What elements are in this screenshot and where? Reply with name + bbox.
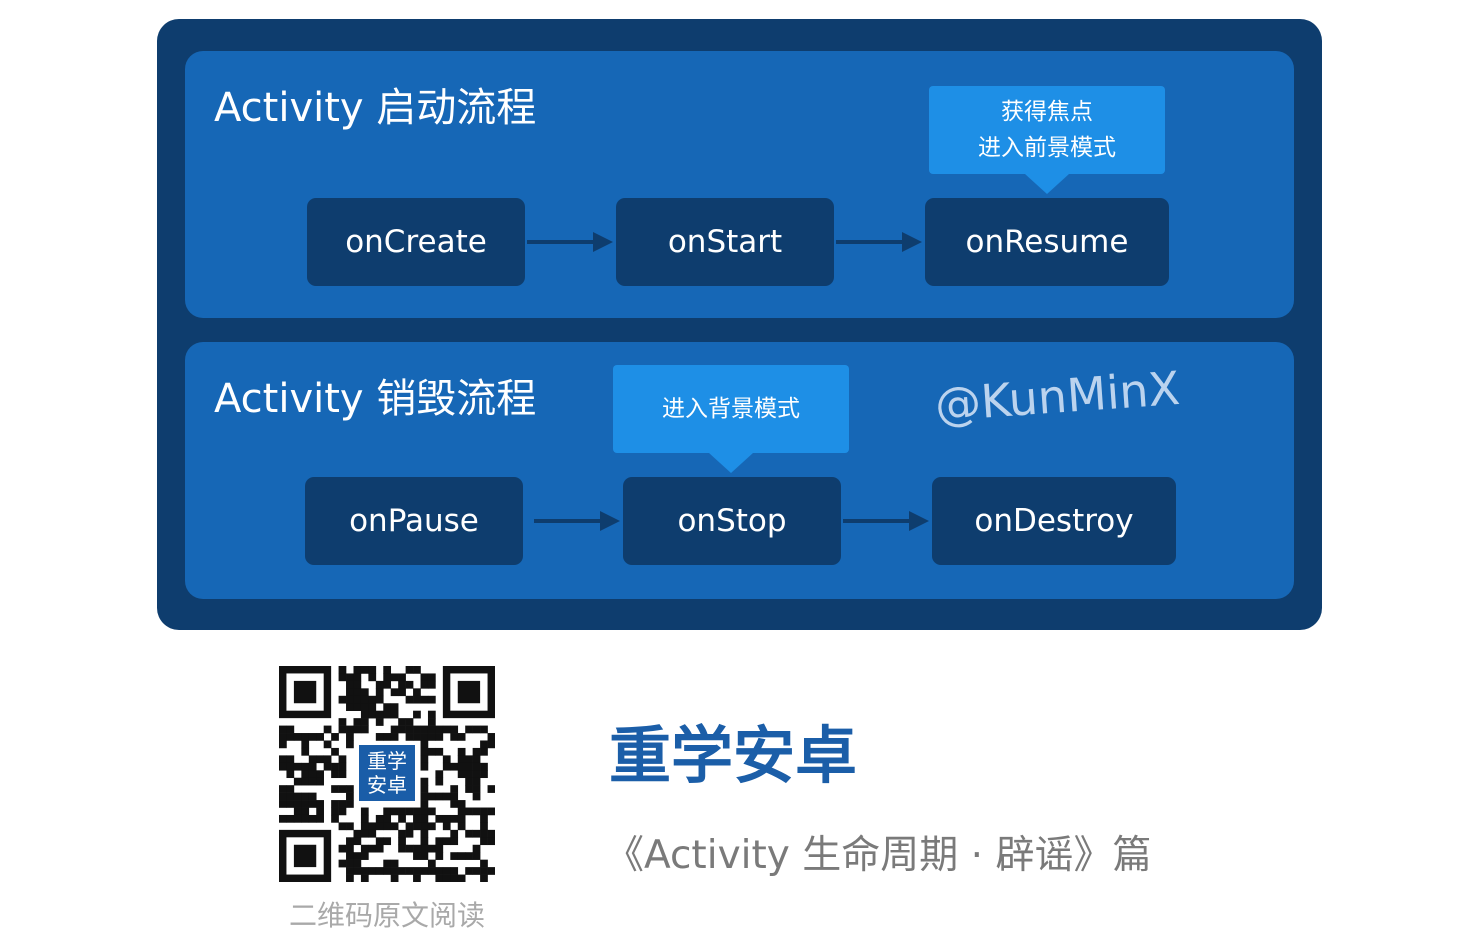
- qr-caption: 二维码原文阅读: [288, 899, 485, 932]
- arrow-onstop-to-ondestroy: [843, 510, 931, 532]
- node-ondestroy: onDestroy: [932, 477, 1176, 565]
- article-subtitle: 《Activity 生命周期 · 辟谣》篇: [605, 833, 1152, 878]
- onresume-callout: 获得焦点 进入前景模式: [929, 86, 1165, 174]
- qr-code-icon: [279, 666, 495, 882]
- arrow-onstart-to-onresume: [836, 231, 924, 253]
- onstop-callout: 进入背景模式: [613, 365, 849, 453]
- brand-title: 重学安卓: [609, 719, 858, 792]
- node-onstart: onStart: [616, 198, 834, 286]
- node-onpause: onPause: [305, 477, 523, 565]
- node-onstop: onStop: [623, 477, 841, 565]
- node-onresume: onResume: [925, 198, 1169, 286]
- arrow-onpause-to-onstop: [534, 510, 622, 532]
- qr-logo: 重学 安卓: [355, 741, 419, 805]
- node-oncreate: onCreate: [307, 198, 525, 286]
- arrow-oncreate-to-onstart: [527, 231, 615, 253]
- qr-logo-line: 重学: [367, 749, 407, 773]
- callout-line: 进入前景模式: [978, 135, 1116, 161]
- start-flow-title: Activity 启动流程: [214, 85, 537, 131]
- callout-line: 获得焦点: [1001, 99, 1093, 125]
- callout-line: 进入背景模式: [662, 396, 800, 422]
- destroy-flow-title: Activity 销毁流程: [214, 376, 537, 422]
- qr-logo-line: 安卓: [367, 773, 407, 797]
